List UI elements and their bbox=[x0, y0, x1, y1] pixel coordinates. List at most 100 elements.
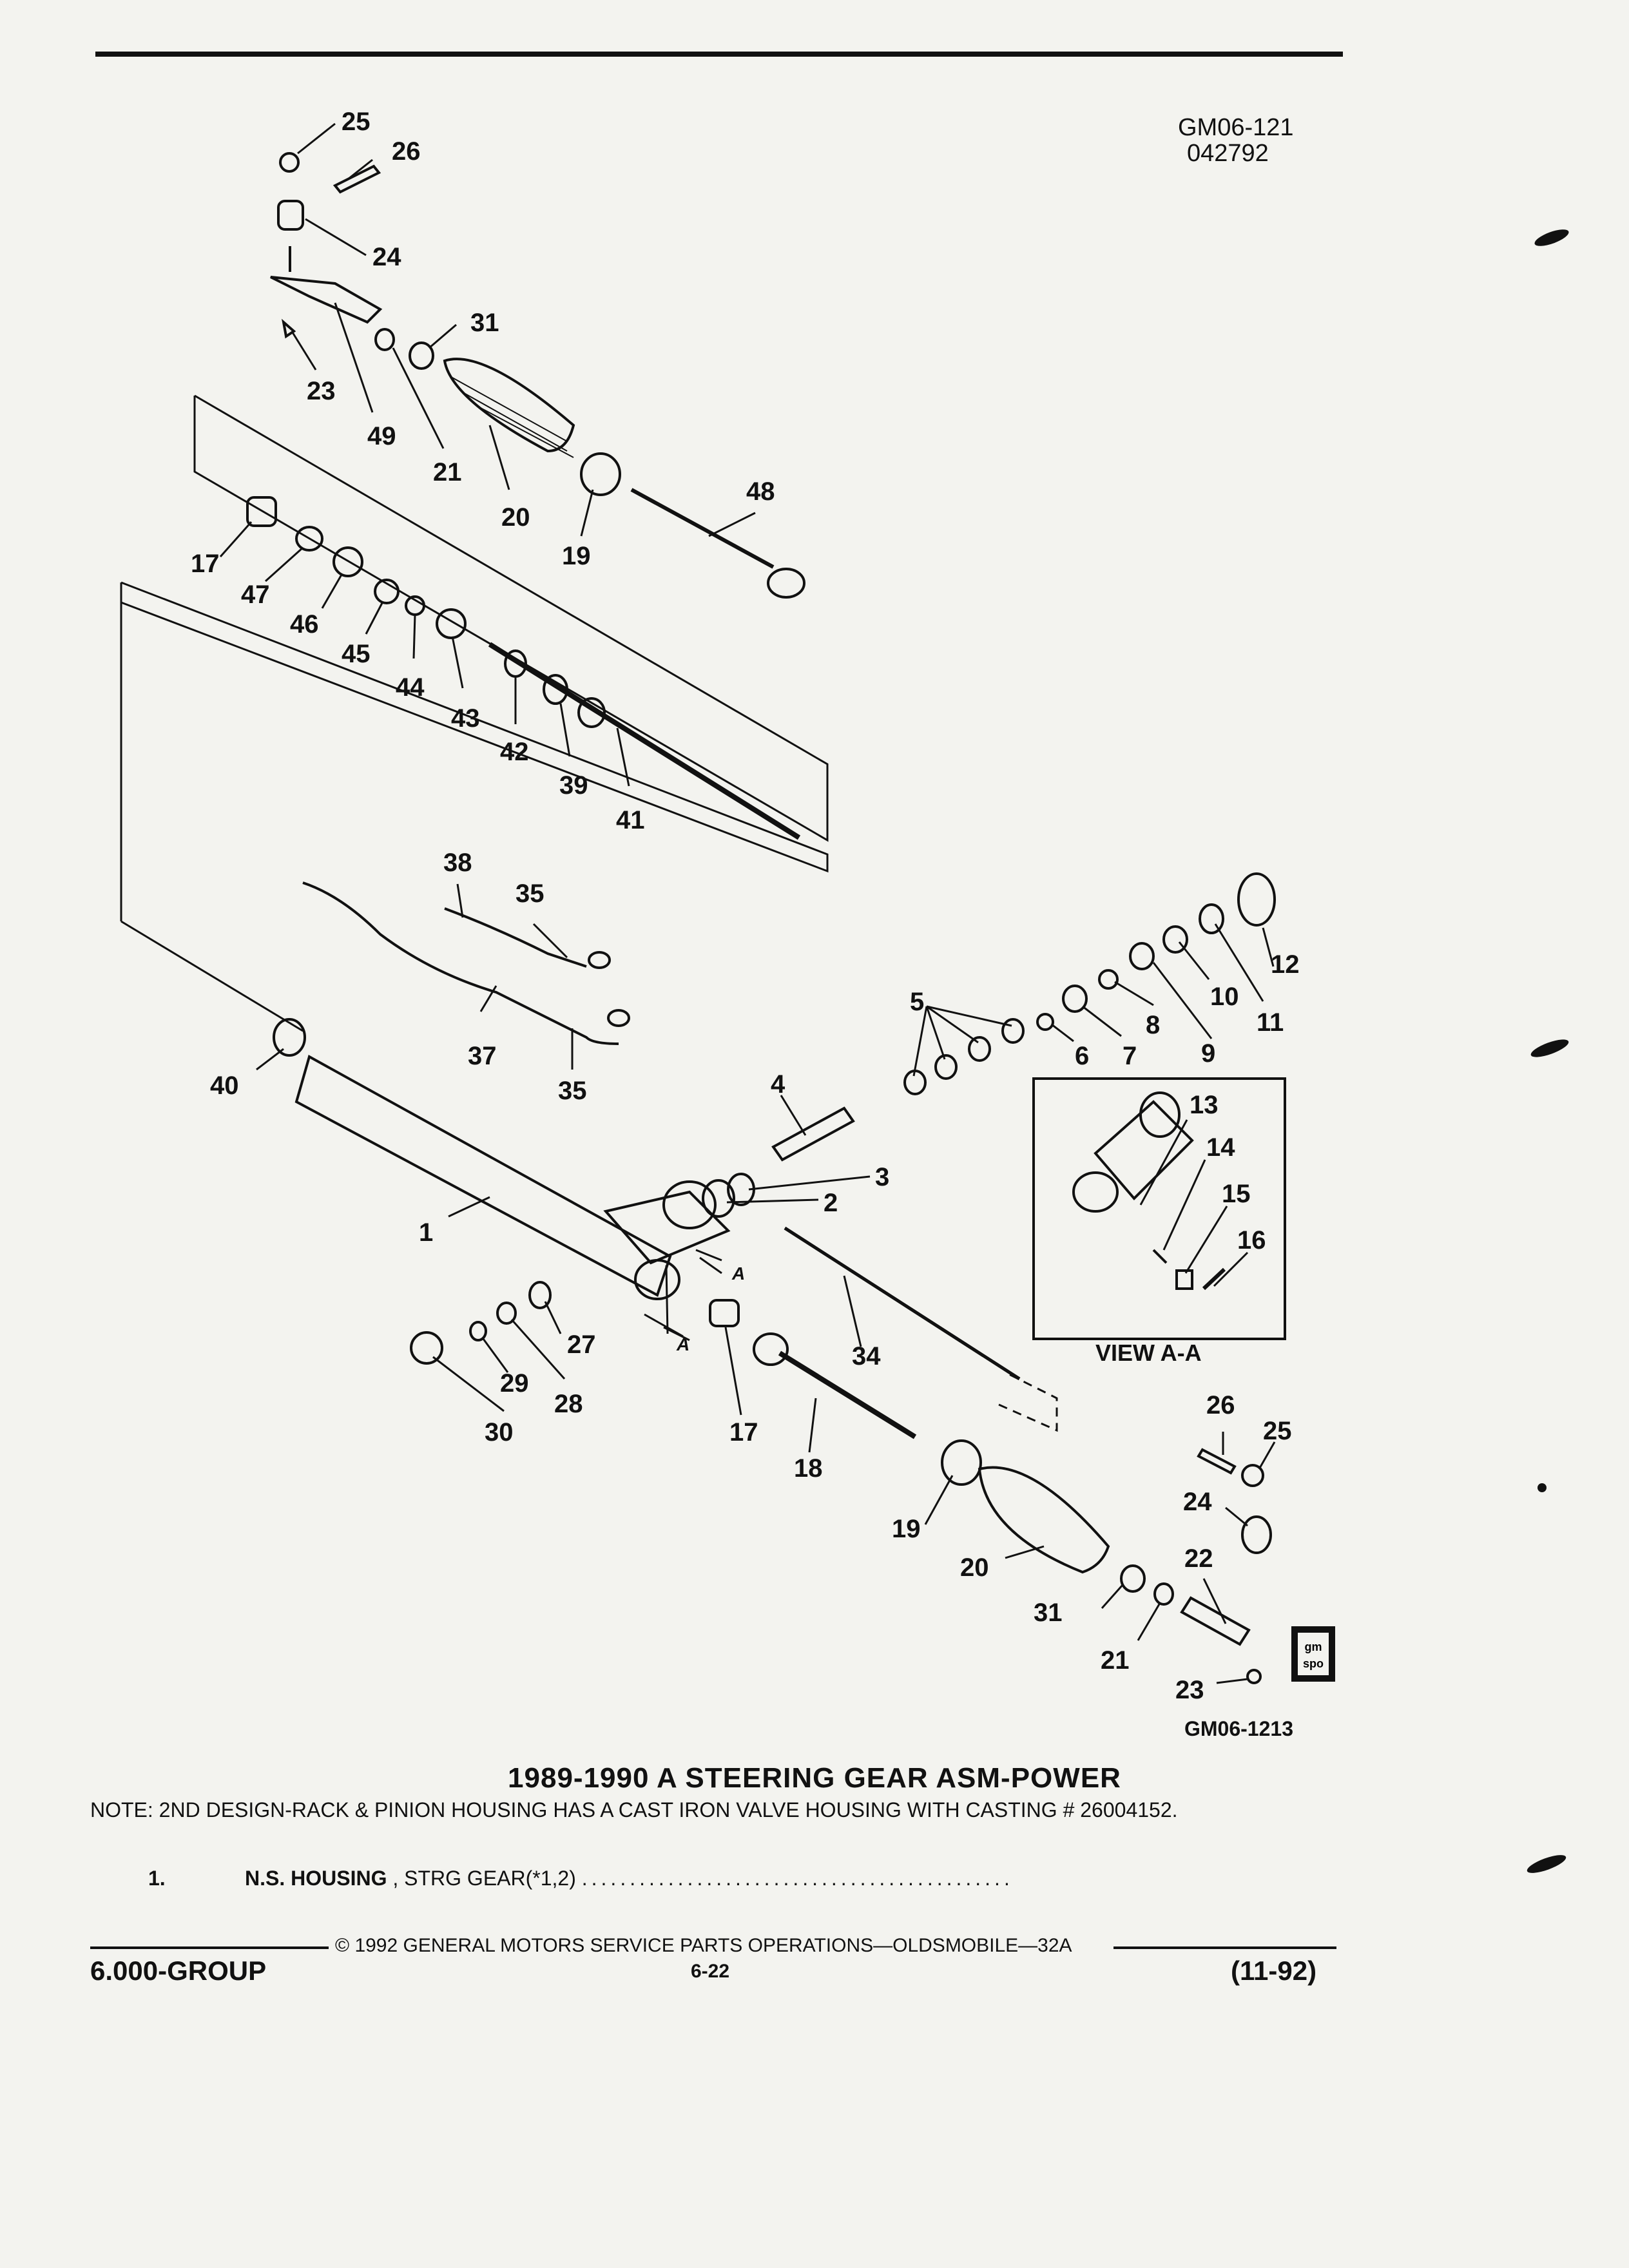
bushing-17 bbox=[246, 496, 277, 527]
callout-6: 6 bbox=[1075, 1042, 1089, 1070]
cotter-pin-26 bbox=[333, 164, 381, 194]
callout-12: 12 bbox=[1271, 950, 1300, 979]
figure-code: GM06-1213 bbox=[1184, 1717, 1293, 1740]
callout-26: 26 bbox=[392, 137, 421, 166]
clamp-31 bbox=[409, 341, 434, 370]
cap-30 bbox=[410, 1331, 443, 1365]
callout-14: 14 bbox=[1206, 1133, 1235, 1162]
fitting-35b bbox=[607, 1009, 630, 1027]
ring-45 bbox=[374, 579, 400, 604]
seal-9 bbox=[1129, 942, 1155, 970]
callout-39: 39 bbox=[559, 771, 588, 800]
bushing-27 bbox=[528, 1281, 552, 1309]
callout-10: 10 bbox=[1210, 983, 1239, 1011]
callout-34: 34 bbox=[852, 1342, 881, 1370]
view-a-a-caption: VIEW A-A bbox=[1095, 1340, 1202, 1366]
callout-13: 13 bbox=[1190, 1091, 1219, 1119]
callout-labels: 25 26 24 23 49 21 31 20 19 48 17 47 46 4… bbox=[191, 108, 1300, 1704]
page-title: 1989-1990 A STEERING GEAR ASM-POWER bbox=[508, 1762, 1121, 1794]
spring-14 bbox=[1152, 1249, 1168, 1264]
nut-21 bbox=[374, 328, 395, 351]
callout-23b: 23 bbox=[1175, 1676, 1204, 1704]
callout-28: 28 bbox=[554, 1390, 583, 1418]
callout-1: 1 bbox=[419, 1218, 433, 1247]
seal-46 bbox=[333, 546, 363, 577]
nut-25b bbox=[1241, 1464, 1264, 1487]
callout-27: 27 bbox=[567, 1331, 596, 1359]
callout-26b: 26 bbox=[1206, 1391, 1235, 1419]
callout-9: 9 bbox=[1201, 1039, 1215, 1068]
callout-15: 15 bbox=[1222, 1180, 1251, 1208]
callout-25: 25 bbox=[342, 108, 371, 136]
callout-19: 19 bbox=[562, 542, 591, 570]
plug-16 bbox=[1202, 1267, 1226, 1291]
pipe-37 bbox=[302, 881, 619, 1045]
footer-revision-date: (11-92) bbox=[1231, 1956, 1317, 1986]
header-code: GM06-121 042792 bbox=[1178, 115, 1294, 166]
tie-rod-end-22 bbox=[1180, 1596, 1251, 1646]
footer-copyright: © 1992 GENERAL MOTORS SERVICE PARTS OPER… bbox=[335, 1935, 1072, 1956]
callout-24b: 24 bbox=[1183, 1488, 1212, 1516]
clamp-19b bbox=[941, 1439, 982, 1486]
seal-2 bbox=[702, 1179, 735, 1218]
callout-41: 41 bbox=[616, 806, 645, 834]
callout-17: 17 bbox=[191, 550, 220, 578]
clamp-31b bbox=[1120, 1564, 1146, 1593]
callout-43: 43 bbox=[451, 704, 480, 733]
item-name: N.S. HOUSING bbox=[245, 1867, 387, 1890]
footer-group: 6.000-GROUP bbox=[90, 1956, 267, 1986]
ring-39 bbox=[543, 674, 568, 705]
ring-10 bbox=[1162, 925, 1188, 954]
nut-21b bbox=[1153, 1582, 1174, 1606]
boot-20 bbox=[443, 358, 575, 453]
rod-end-48 bbox=[767, 568, 805, 599]
seal-6 bbox=[1036, 1013, 1054, 1031]
housing-1 bbox=[294, 1055, 672, 1297]
badge-text-spo: spo bbox=[1303, 1657, 1324, 1670]
nut-29 bbox=[469, 1321, 487, 1341]
badge-text-gm: gm bbox=[1305, 1640, 1322, 1653]
callout-17b: 17 bbox=[729, 1418, 758, 1446]
boot-24b bbox=[1241, 1515, 1272, 1554]
callout-16: 16 bbox=[1237, 1226, 1266, 1254]
callout-20b: 20 bbox=[960, 1553, 989, 1582]
callout-45: 45 bbox=[342, 640, 371, 668]
rod-34 bbox=[784, 1226, 1021, 1381]
footer-rule-left bbox=[90, 1946, 329, 1949]
callout-7: 7 bbox=[1123, 1042, 1137, 1070]
inner-tie-rod-48 bbox=[630, 488, 775, 569]
ring-47 bbox=[295, 526, 323, 552]
view-housing bbox=[1094, 1100, 1194, 1200]
ring-5b bbox=[934, 1054, 958, 1080]
cotter-pin-26b bbox=[1197, 1448, 1237, 1475]
nipple-23 bbox=[282, 318, 296, 339]
footer-rule-right bbox=[1113, 1946, 1336, 1949]
callout-24: 24 bbox=[372, 243, 401, 271]
footer-page-number: 6-22 bbox=[691, 1961, 730, 1982]
section-mark-a-1: A bbox=[731, 1264, 745, 1283]
callout-20: 20 bbox=[501, 503, 530, 532]
callout-3: 3 bbox=[875, 1163, 889, 1191]
nipple-23b bbox=[1246, 1669, 1262, 1684]
callout-47: 47 bbox=[241, 581, 270, 609]
ring-5d bbox=[1001, 1018, 1025, 1044]
rack-41 bbox=[488, 642, 801, 840]
tie-rod-end-49 bbox=[270, 246, 383, 324]
callout-44: 44 bbox=[396, 673, 425, 702]
ring-8 bbox=[1098, 969, 1119, 990]
callout-48: 48 bbox=[746, 477, 775, 506]
callout-23: 23 bbox=[307, 377, 336, 405]
callout-18: 18 bbox=[794, 1454, 823, 1483]
callout-8: 8 bbox=[1146, 1011, 1160, 1039]
fitting-35a bbox=[588, 951, 611, 969]
callout-42: 42 bbox=[500, 738, 529, 766]
callout-11: 11 bbox=[1257, 1008, 1284, 1037]
bushing-40 bbox=[273, 1018, 306, 1057]
seal-11 bbox=[1199, 903, 1224, 934]
callout-19b: 19 bbox=[892, 1515, 921, 1543]
item-leader-dots: ........................................… bbox=[581, 1867, 1014, 1890]
callout-35a: 35 bbox=[516, 879, 545, 908]
speck-mark bbox=[1537, 1483, 1547, 1492]
note-text: NOTE: 2ND DESIGN-RACK & PINION HOUSING H… bbox=[90, 1798, 1178, 1821]
